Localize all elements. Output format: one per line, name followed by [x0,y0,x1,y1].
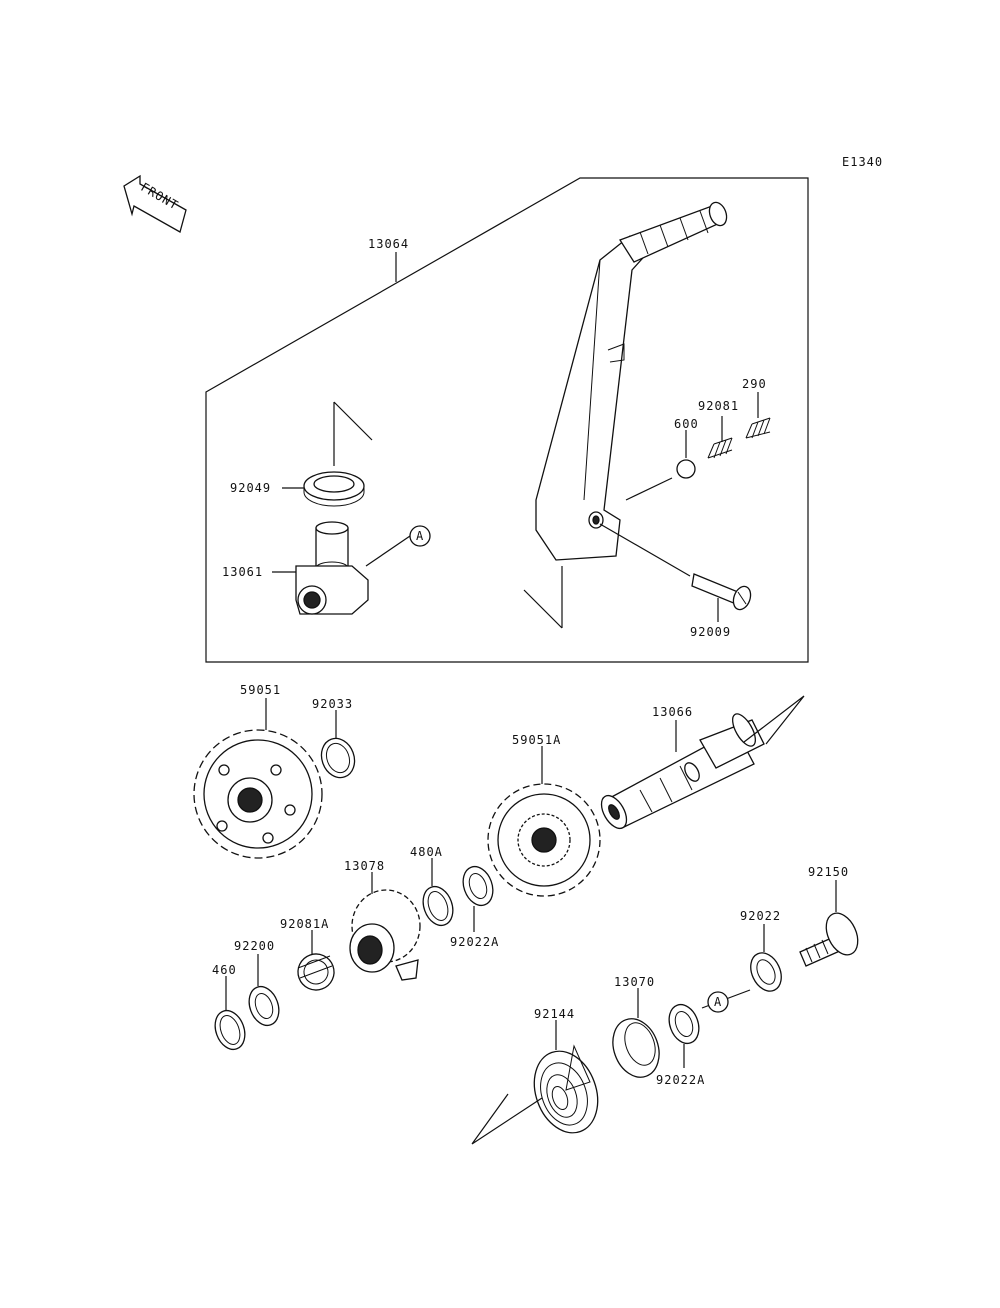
label-290: 290 [742,377,767,391]
circlip-460 [214,1009,246,1051]
label-480A: 480A [410,845,443,859]
washer-92022A-lower [668,1003,700,1045]
gear-59051 [193,729,323,859]
label-92049: 92049 [230,481,271,495]
circlip-480A [422,885,454,927]
pin-92009 [691,573,752,611]
label-460: 460 [212,963,237,977]
label-92022A-lower: 92022A [656,1073,705,1087]
spring-92081A [297,953,335,991]
label-92022A-upper: 92022A [450,935,499,949]
seal-92049 [303,471,365,507]
label-92033: 92033 [312,697,353,711]
leader-600-line [625,477,673,501]
ref-mark-a-lower [707,991,729,1013]
label-13064: 13064 [368,237,409,251]
shaft-holder-13061 [295,521,369,615]
axis-line-spring [471,1093,543,1145]
ratchet-13078 [349,889,421,981]
diagram-code: E1340 [842,155,883,169]
axis-line-shaft [333,401,373,466]
label-92150: 92150 [808,865,849,879]
label-59051A: 59051A [512,733,561,747]
collar-13070 [612,1018,660,1078]
kick-shaft-13066 [600,713,765,830]
washer-92200 [248,985,280,1027]
kick-pedal-assembly-box [205,177,809,663]
label-92009: 92009 [690,625,731,639]
axis-line-lever [523,589,563,629]
leader-92009-line [599,523,691,577]
label-13070: 13070 [614,975,655,989]
kick-pedal-lever [535,201,728,561]
label-600: 600 [674,417,699,431]
washer-92022A-upper [462,865,494,907]
washer-92022 [750,952,782,992]
axis-line-shaft-right [743,695,805,745]
spring-290 [745,417,771,439]
ref-mark-a-upper [409,525,431,547]
ref-a-leader-upper [365,535,411,567]
kick-spring-92144 [533,1044,599,1134]
ball-600 [676,459,696,479]
label-92200: 92200 [234,939,275,953]
ref-mark-a-lower-label: A [714,995,722,1009]
spring-92081 [707,437,733,459]
label-92081: 92081 [698,399,739,413]
bolt-92150 [799,912,859,967]
circlip-92033 [320,737,356,779]
label-13066: 13066 [652,705,693,719]
gear-59051A [487,783,601,897]
label-13078: 13078 [344,859,385,873]
label-13061: 13061 [222,565,263,579]
label-92144: 92144 [534,1007,575,1021]
label-92022: 92022 [740,909,781,923]
label-59051: 59051 [240,683,281,697]
front-arrow-icon: FRONT [123,174,187,233]
label-92081A: 92081A [280,917,329,931]
ref-mark-a-upper-label: A [416,529,424,543]
